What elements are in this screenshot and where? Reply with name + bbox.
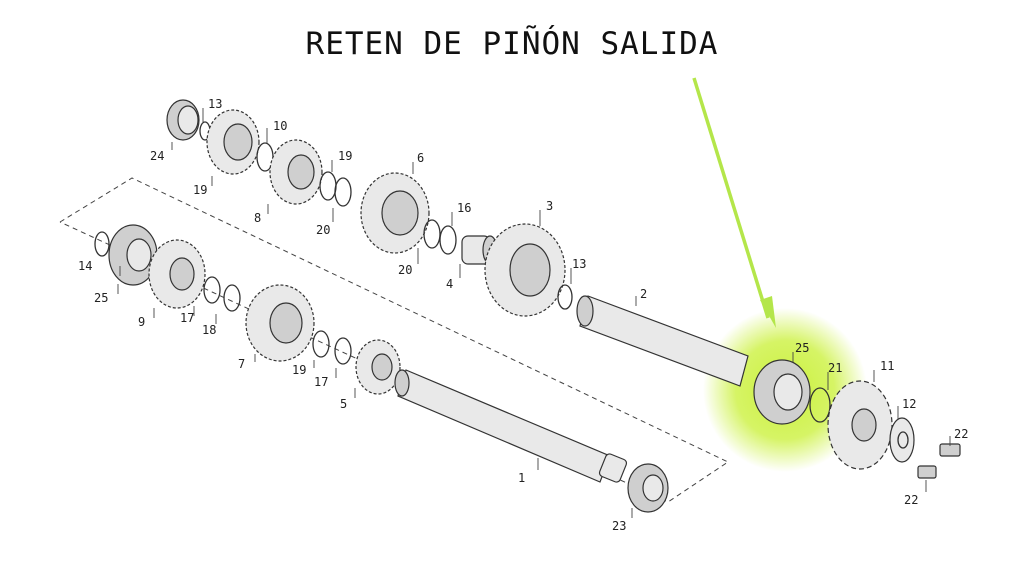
gear-8 xyxy=(269,139,323,205)
label-3: 3 xyxy=(546,199,553,213)
washer-16 xyxy=(439,225,457,255)
label-10: 10 xyxy=(273,119,287,133)
label-2: 2 xyxy=(640,287,647,301)
label-25-lower: 25 xyxy=(94,291,108,305)
clip-20-upper xyxy=(334,177,352,207)
gear-7 xyxy=(245,284,315,362)
label-6: 6 xyxy=(417,151,424,165)
label-14: 14 xyxy=(78,259,92,273)
gear-6 xyxy=(360,172,430,254)
bearing-23 xyxy=(627,463,669,513)
label-13-lower: 13 xyxy=(572,257,586,271)
counter-shaft-1 xyxy=(394,369,628,483)
ring-17-left xyxy=(203,276,221,304)
washer-14 xyxy=(94,231,110,257)
label-20-upper: 20 xyxy=(316,223,330,237)
ring-19-lower xyxy=(312,330,330,358)
label-23: 23 xyxy=(612,519,626,533)
label-7: 7 xyxy=(238,357,245,371)
label-19-lower: 19 xyxy=(292,363,306,377)
washer-21 xyxy=(809,387,831,423)
label-22-upper: 22 xyxy=(954,427,968,441)
lock-plate-12 xyxy=(889,417,915,463)
clip-18 xyxy=(223,284,241,312)
label-12: 12 xyxy=(902,397,916,411)
label-11: 11 xyxy=(880,359,894,373)
label-1: 1 xyxy=(518,471,525,485)
label-17-left: 17 xyxy=(180,311,194,325)
part-labels: 24 13 19 10 8 19 20 6 20 16 4 3 13 2 25 … xyxy=(78,97,968,533)
gear-3 xyxy=(484,223,566,317)
label-8: 8 xyxy=(254,211,261,225)
label-20-lower: 20 xyxy=(398,263,412,277)
gear-19-upper xyxy=(206,109,260,175)
label-18: 18 xyxy=(202,323,216,337)
label-21: 21 xyxy=(828,361,842,375)
label-19-upper: 19 xyxy=(193,183,207,197)
clip-20-lower xyxy=(423,219,441,249)
pointer-arrow xyxy=(692,77,776,328)
diagram-title: RETEN DE PIÑÓN SALIDA xyxy=(305,26,719,62)
label-25-seal: 25 xyxy=(795,341,809,355)
sprocket-11 xyxy=(827,380,893,470)
main-shaft-2 xyxy=(576,295,749,387)
leader-lines xyxy=(117,108,951,518)
label-24: 24 xyxy=(150,149,164,163)
label-22-lower: 22 xyxy=(904,493,918,507)
ring-17-right xyxy=(334,337,352,365)
gear-9 xyxy=(148,239,206,309)
label-16: 16 xyxy=(457,201,471,215)
label-9: 9 xyxy=(138,315,145,329)
label-5: 5 xyxy=(340,397,347,411)
bolt-22-lower xyxy=(917,465,937,479)
label-13-upper: 13 xyxy=(208,97,222,111)
bearing-24 xyxy=(166,99,200,141)
washer-13-lower xyxy=(557,284,573,310)
ring-19-upper xyxy=(319,171,337,201)
label-4: 4 xyxy=(446,277,453,291)
gear-5 xyxy=(355,339,401,395)
oil-seal-25 xyxy=(753,359,811,425)
label-17-right: 17 xyxy=(314,375,328,389)
label-19-mid: 19 xyxy=(338,149,352,163)
